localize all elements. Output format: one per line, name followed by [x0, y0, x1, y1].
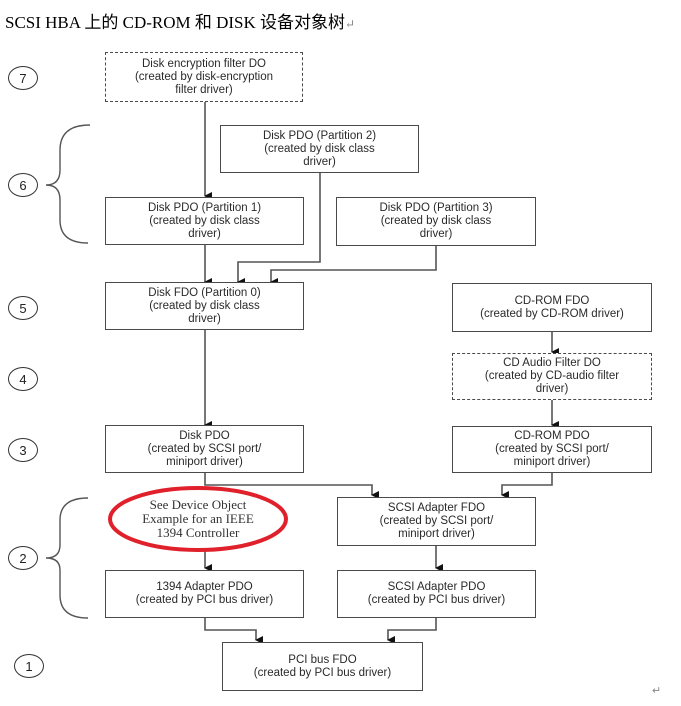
ieee1394-controller-note: See Device Object Example for an IEEE 13…	[142, 497, 254, 540]
brace-level-6	[45, 124, 91, 244]
level-2-marker: 2	[8, 546, 38, 570]
edge-scsipdo-to-pci	[387, 618, 437, 644]
cdrom-pdo: CD-ROM PDO (created by SCSI port/ minipo…	[452, 426, 652, 473]
edge-p2-to-fdo0	[237, 173, 321, 286]
disk-pdo: Disk PDO (created by SCSI port/ miniport…	[105, 425, 304, 473]
paragraph-mark: ↵	[345, 17, 356, 31]
node-label: Disk FDO (Partition 0) (created by disk …	[148, 286, 261, 325]
scsi-adapter-pdo: SCSI Adapter PDO (created by PCI bus dri…	[337, 570, 536, 618]
disk-fdo-partition-0: Disk FDO (Partition 0) (created by disk …	[105, 282, 304, 330]
node-label: SCSI Adapter FDO (created by SCSI port/ …	[379, 502, 494, 540]
page-title: SCSI HBA 上的 CD-ROM 和 DISK 设备对象树↵	[5, 8, 355, 33]
disk-pdo-partition-1: Disk PDO (Partition 1) (created by disk …	[105, 197, 304, 245]
level-4-marker: 4	[8, 367, 38, 391]
node-label: Disk PDO (Partition 3) (created by disk …	[379, 202, 493, 240]
disk-pdo-partition-3: Disk PDO (Partition 3) (created by disk …	[336, 197, 536, 246]
disk-pdo-partition-2: Disk PDO (Partition 2) (created by disk …	[220, 125, 419, 173]
node-label: CD Audio Filter DO (created by CD-audio …	[484, 357, 620, 395]
node-label: Disk PDO (Partition 1) (created by disk …	[147, 201, 262, 240]
node-label: CD-ROM FDO (created by CD-ROM driver)	[480, 294, 624, 320]
cd-audio-filter-do: CD Audio Filter DO (created by CD-audio …	[452, 353, 652, 400]
node-label: Disk PDO (created by SCSI port/ miniport…	[147, 429, 262, 468]
edge-p3-to-fdo0	[270, 246, 437, 286]
level-6-marker: 6	[8, 173, 38, 197]
title-text: SCSI HBA 上的 CD-ROM 和 DISK 设备对象树	[5, 13, 346, 32]
level-5-marker: 5	[8, 296, 38, 320]
node-label: Disk encryption filter DO (created by di…	[134, 57, 274, 96]
node-label: Disk PDO (Partition 2) (created by disk …	[262, 129, 377, 168]
brace-level-2	[45, 497, 89, 619]
disk-encryption-filter-do: Disk encryption filter DO (created by di…	[105, 52, 303, 102]
node-label: CD-ROM PDO (created by SCSI port/ minipo…	[495, 430, 609, 468]
node-label: SCSI Adapter PDO (created by PCI bus dri…	[367, 581, 506, 606]
edge-diskpdo-to-scsifdo	[204, 473, 379, 499]
node-label: 1394 Adapter PDO (created by PCI bus dri…	[135, 581, 274, 606]
cdrom-fdo: CD-ROM FDO (created by CD-ROM driver)	[452, 283, 652, 332]
edge-1394pdo-to-pci	[204, 618, 263, 644]
1394-adapter-pdo: 1394 Adapter PDO (created by PCI bus dri…	[105, 570, 304, 618]
level-3-marker: 3	[8, 438, 38, 462]
paragraph-end-mark: ↵	[652, 685, 662, 697]
scsi-adapter-fdo: SCSI Adapter FDO (created by SCSI port/ …	[337, 497, 536, 546]
level-1-marker: 1	[14, 654, 44, 678]
pci-bus-fdo: PCI bus FDO (created by PCI bus driver)	[222, 642, 423, 691]
node-label: PCI bus FDO (created by PCI bus driver)	[253, 653, 392, 679]
edge-cdrompdo-to-scsifdo	[501, 473, 553, 499]
level-7-marker: 7	[8, 66, 38, 90]
highlight-ellipse	[108, 486, 288, 552]
